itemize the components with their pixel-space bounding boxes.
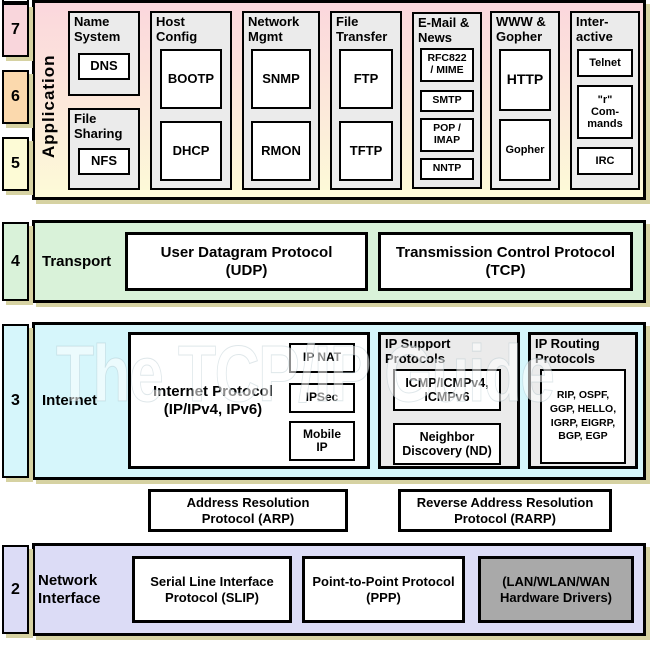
protocol-mobile-ip: Mobile IP	[289, 421, 355, 461]
group-title-host-config: Host Config	[156, 14, 198, 44]
protocol-ppp: Point-to-Point Protocol (PPP)	[302, 556, 465, 623]
protocol-udp: User Datagram Protocol (UDP)	[125, 232, 368, 291]
protocol-rarp: Reverse Address Resolution Protocol (RAR…	[398, 489, 612, 532]
group-network-mgmt: Network Mgmt SNMP RMON	[242, 11, 320, 190]
protocol-telnet: Telnet	[577, 49, 633, 77]
protocol-ip-label: Internet Protocol (IP/IPv4, IPv6)	[152, 382, 273, 418]
group-www-gopher: WWW & Gopher HTTP Gopher	[490, 11, 560, 190]
internet-layer-label: Internet	[42, 392, 98, 409]
network-interface-layer-label: Network Interface	[38, 571, 101, 607]
group-file-transfer: File Transfer FTP TFTP	[330, 11, 402, 190]
group-interactive: Inter- active Telnet "r" Com- mands IRC	[570, 11, 640, 190]
protocol-rmon: RMON	[251, 121, 311, 181]
group-title-ip-routing: IP Routing Protocols	[535, 336, 600, 366]
protocol-arp: Address Resolution Protocol (ARP)	[148, 489, 348, 532]
group-file-sharing: File Sharing NFS	[68, 108, 140, 190]
group-host-config: Host Config BOOTP DHCP	[150, 11, 232, 190]
layer-number-2: 2	[2, 545, 29, 634]
group-title-email-news: E-Mail & News	[418, 15, 470, 45]
layer-number-6: 6	[2, 70, 29, 124]
protocol-tcp: Transmission Control Protocol (TCP)	[378, 232, 633, 291]
protocol-r-commands: "r" Com- mands	[577, 85, 633, 139]
group-title-name-system: Name System	[74, 14, 121, 44]
group-ip-routing-protocols: IP Routing Protocols RIP, OSPF, GGP, HEL…	[528, 332, 638, 469]
protocol-nntp: NNTP	[420, 158, 474, 180]
group-ip-support-protocols: IP Support Protocols ICMP/ICMPv4, ICMPv6…	[378, 332, 520, 469]
group-name-system: Name System DNS	[68, 11, 140, 96]
protocol-ipsec: IPSec	[289, 383, 355, 413]
protocol-gopher: Gopher	[499, 119, 551, 181]
layer-number-3: 3	[2, 324, 29, 478]
protocol-bootp: BOOTP	[160, 49, 222, 109]
protocol-nfs: NFS	[78, 148, 130, 175]
hardware-drivers-box: (LAN/WLAN/WAN Hardware Drivers)	[478, 556, 634, 623]
protocol-ip-box: Internet Protocol (IP/IPv4, IPv6) IP NAT…	[128, 332, 370, 469]
group-title-file-transfer: File Transfer	[336, 14, 388, 44]
protocol-routing-list: RIP, OSPF, GGP, HELLO, IGRP, EIGRP, BGP,…	[540, 369, 626, 464]
cropped-box-remnant	[2, 0, 29, 3]
protocol-tftp: TFTP	[339, 121, 393, 181]
layer-number-7: 7	[2, 3, 29, 57]
protocol-slip: Serial Line Interface Protocol (SLIP)	[132, 556, 292, 623]
group-title-network-mgmt: Network Mgmt	[248, 14, 300, 44]
group-title-ip-support: IP Support Protocols	[385, 336, 451, 366]
layer-number-5: 5	[2, 137, 29, 191]
protocol-ip-nat: IP NAT	[289, 343, 355, 373]
group-title-www-gopher: WWW & Gopher	[496, 14, 546, 44]
protocol-rfc822-mime: RFC822 / MIME	[420, 48, 474, 82]
protocol-smtp: SMTP	[420, 90, 474, 112]
protocol-neighbor-discovery: Neighbor Discovery (ND)	[393, 423, 501, 465]
group-title-file-sharing: File Sharing	[74, 111, 123, 141]
protocol-http: HTTP	[499, 49, 551, 111]
protocol-irc: IRC	[577, 147, 633, 175]
protocol-ftp: FTP	[339, 49, 393, 109]
protocol-snmp: SNMP	[251, 49, 311, 109]
group-title-interactive: Inter- active	[576, 14, 613, 44]
protocol-dhcp: DHCP	[160, 121, 222, 181]
protocol-dns: DNS	[78, 53, 130, 80]
layer-number-4: 4	[2, 222, 29, 301]
protocol-icmp: ICMP/ICMPv4, ICMPv6	[393, 369, 501, 411]
transport-layer-label: Transport	[42, 252, 112, 270]
protocol-pop-imap: POP / IMAP	[420, 118, 474, 152]
application-layer-label: Application	[39, 54, 58, 158]
group-email-news: E-Mail & News RFC822 / MIME SMTP POP / I…	[412, 12, 482, 189]
